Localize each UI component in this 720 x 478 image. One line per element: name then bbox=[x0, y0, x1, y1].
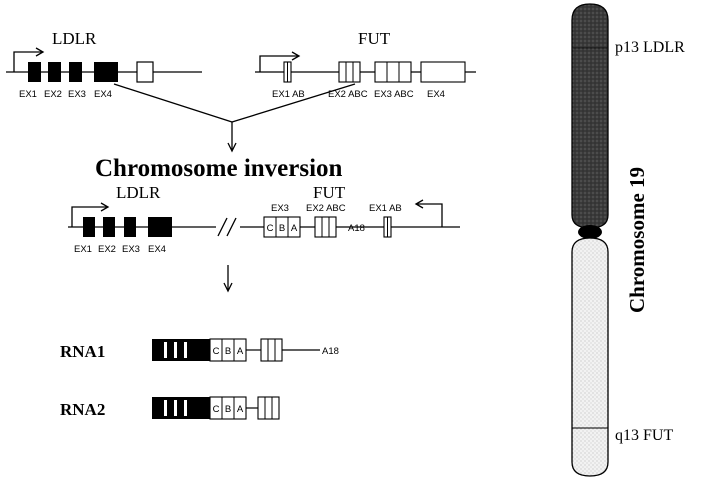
ldlr-exon-label: EX3 bbox=[68, 89, 86, 100]
rna1-transcript: RNA1 C B A A18 bbox=[60, 338, 339, 362]
p13-band-label: p13 LDLR bbox=[615, 39, 685, 56]
fut-exon-4 bbox=[420, 61, 466, 83]
fut-exon-label: EX1 AB bbox=[272, 89, 305, 100]
rna1-polya-label: A18 bbox=[322, 346, 339, 357]
inv-ldlr-exon-1 bbox=[83, 217, 95, 237]
fut-exon-label: EX2 ABC bbox=[328, 89, 368, 100]
converge-line-right bbox=[231, 83, 356, 123]
rna2-ex2-block bbox=[257, 396, 280, 420]
inv-fut-exon-label: EX1 AB bbox=[369, 203, 402, 214]
inv-fut-label: FUT bbox=[313, 183, 346, 202]
inv-ex3-letter: C bbox=[267, 223, 274, 234]
inverted-gene-map: LDLR EX1 EX2 EX3 EX4 FUT C B A EX3 EX2 A… bbox=[68, 183, 460, 255]
ldlr-exon-4 bbox=[94, 62, 118, 82]
ldlr-exon-label: EX1 bbox=[19, 89, 37, 100]
inv-ldlr-exon-3 bbox=[124, 217, 136, 237]
inv-polya-label: A18 bbox=[348, 223, 365, 234]
inv-ex3-letter: A bbox=[291, 223, 298, 234]
fut-exon-label: EX4 bbox=[427, 89, 445, 100]
break-mark bbox=[217, 217, 228, 237]
fut-gene-map: FUT EX1 AB EX2 ABC EX3 ABC EX4 bbox=[255, 29, 476, 100]
inv-ldlr-exon-label: EX1 bbox=[74, 244, 92, 255]
chromosome-q-arm bbox=[571, 237, 609, 477]
ldlr-exon-1 bbox=[28, 62, 41, 82]
inv-ldlr-promoter-arrow bbox=[71, 206, 107, 227]
inv-fut-exon-label: EX2 ABC bbox=[306, 203, 346, 214]
rna2-letter: C bbox=[213, 404, 220, 415]
ldlr-promoter-arrow bbox=[13, 51, 42, 72]
rna2-letter: A bbox=[237, 404, 244, 415]
chromosome-title: Chromosome 19 bbox=[625, 167, 649, 313]
chromosome-19: p13 LDLR q13 FUT Chromosome 19 bbox=[571, 3, 685, 477]
inv-fut-promoter-arrow bbox=[417, 203, 443, 227]
inv-ex3-letter: B bbox=[279, 223, 285, 234]
ldlr-exon-label: EX2 bbox=[44, 89, 62, 100]
converge-line-left bbox=[113, 83, 233, 123]
inv-ldlr-exon-label: EX2 bbox=[98, 244, 116, 255]
ldlr-gene-label: LDLR bbox=[52, 29, 97, 48]
ldlr-utr-box bbox=[136, 61, 154, 83]
inversion-title: Chromosome inversion bbox=[95, 155, 343, 182]
ldlr-exon-2 bbox=[48, 62, 61, 82]
inv-ldlr-exon-2 bbox=[103, 217, 115, 237]
break-mark bbox=[226, 217, 237, 237]
ldlr-gene-map: LDLR EX1 EX2 EX3 EX4 bbox=[6, 29, 202, 100]
q13-band-label: q13 FUT bbox=[615, 427, 673, 444]
ldlr-exon-label: EX4 bbox=[94, 89, 112, 100]
inv-fut-exon-3 bbox=[263, 216, 301, 238]
rna1-letter: C bbox=[213, 346, 220, 357]
fut-gene-label: FUT bbox=[358, 29, 391, 48]
ldlr-exon-3 bbox=[69, 62, 82, 82]
rna2-letter: B bbox=[225, 404, 231, 415]
fut-promoter-arrow bbox=[259, 55, 298, 72]
chromosome-centromere bbox=[578, 225, 602, 239]
rna1-ex2-block bbox=[260, 338, 283, 362]
rna1-label: RNA1 bbox=[60, 342, 105, 361]
inv-ldlr-exon-4 bbox=[148, 217, 172, 237]
rna1-ldlr-block bbox=[152, 339, 210, 361]
rna1-letter: A bbox=[237, 346, 244, 357]
rna1-letter: B bbox=[225, 346, 231, 357]
rna2-label: RNA2 bbox=[60, 400, 105, 419]
rna2-transcript: RNA2 C B A bbox=[60, 396, 280, 420]
inv-ldlr-label: LDLR bbox=[116, 183, 161, 202]
inv-ldlr-exon-label: EX4 bbox=[148, 244, 166, 255]
inv-fut-exon-label: EX3 bbox=[271, 203, 289, 214]
fut-exon-2 bbox=[338, 61, 361, 83]
fut-exon-3 bbox=[374, 61, 412, 83]
inv-fut-exon-2 bbox=[314, 216, 337, 238]
fut-exon-label: EX3 ABC bbox=[374, 89, 414, 100]
inv-ldlr-exon-label: EX3 bbox=[122, 244, 140, 255]
rna2-ldlr-block bbox=[152, 397, 210, 419]
chromosome-p-arm bbox=[571, 3, 609, 229]
